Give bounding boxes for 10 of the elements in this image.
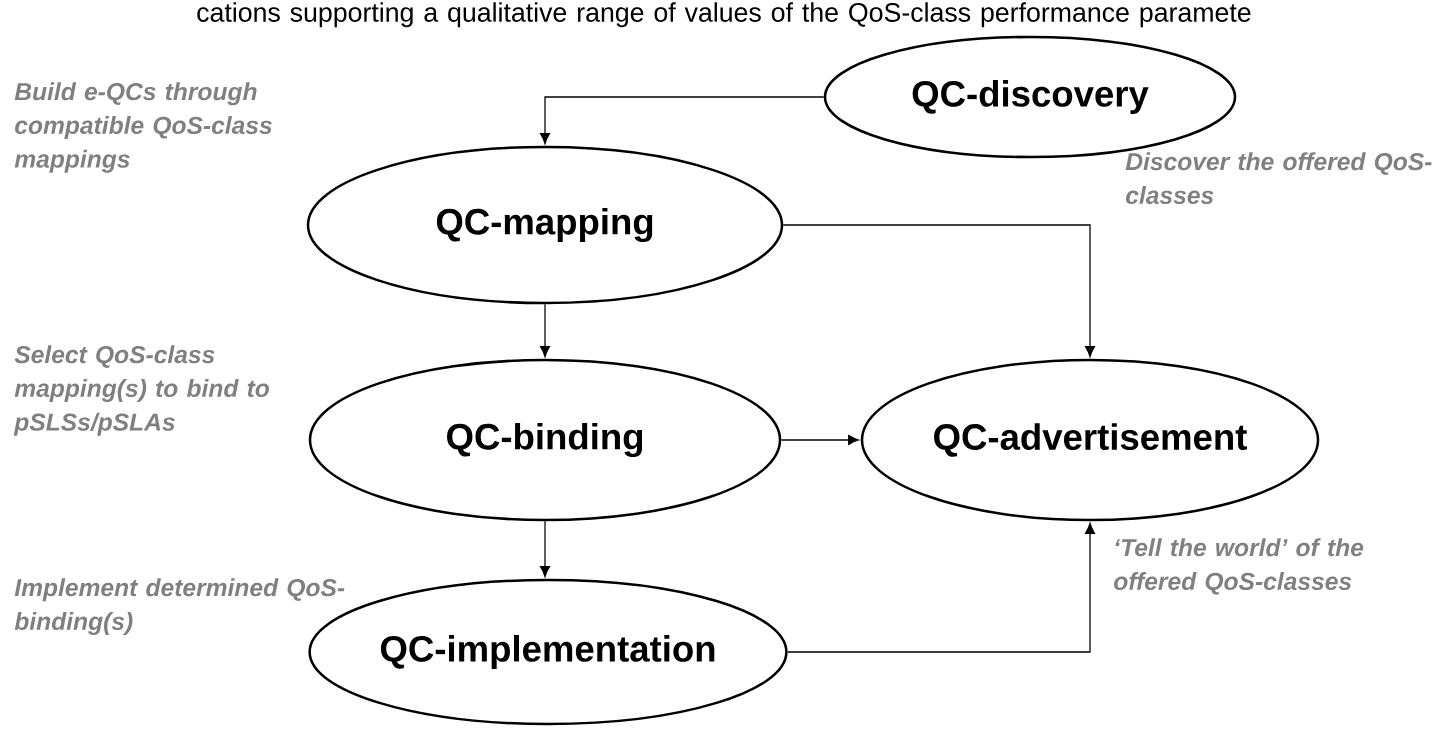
- annotation-text: Implement determined QoS-binding(s): [14, 578, 345, 635]
- arrow: [539, 520, 551, 578]
- arrow: [782, 224, 1096, 358]
- annotation-text: Select QoS-class mapping(s) to bind to pSLSs/pSLAs: [13, 345, 270, 436]
- arrow: [539, 96, 825, 145]
- arrow: [780, 434, 860, 446]
- annotation-text: Build e-QCs through compatible QoS-class mappings: [14, 82, 272, 173]
- arrow: [539, 303, 551, 358]
- arrow: [787, 522, 1096, 653]
- annotation-text: ‘Tell the world’ of the offered QoS-classes: [1114, 538, 1364, 595]
